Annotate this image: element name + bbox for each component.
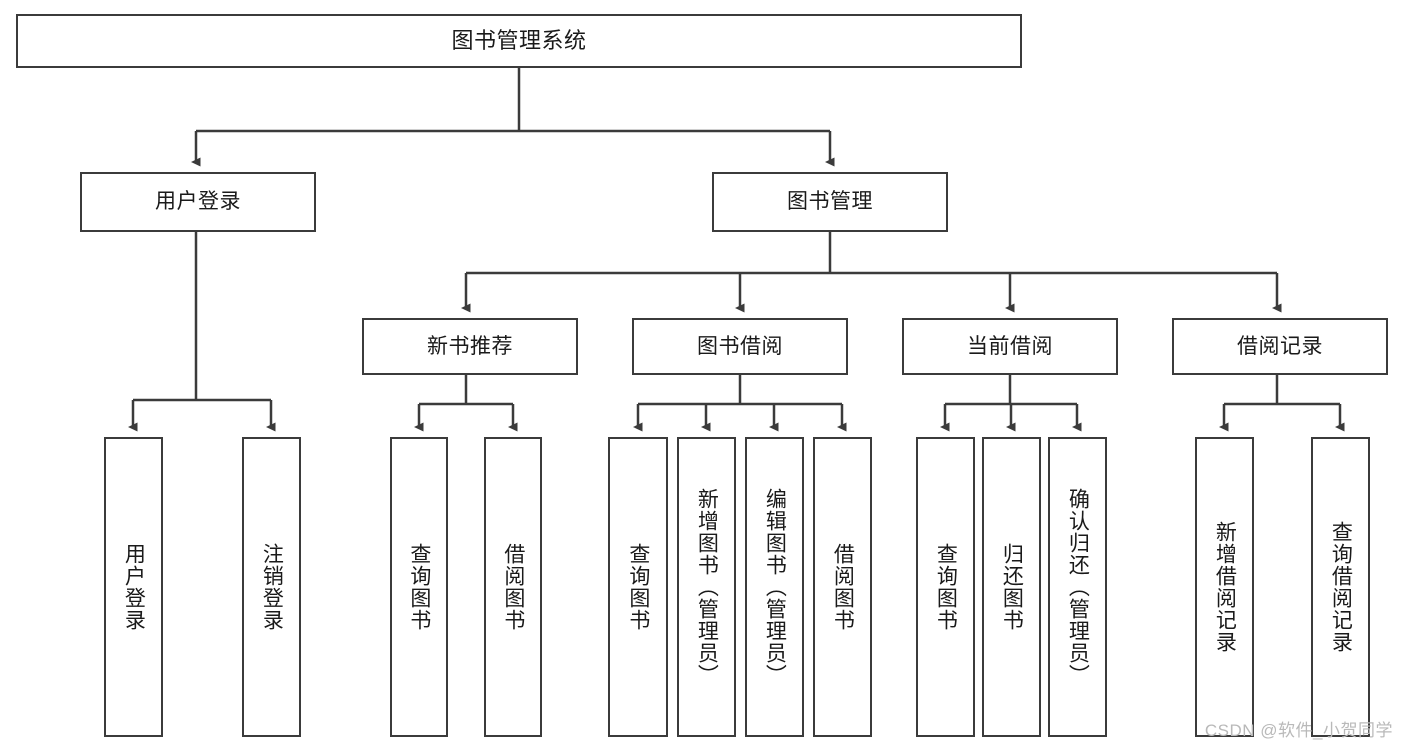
node-leaf-borrow-book-2[interactable]: 借阅图书	[813, 437, 872, 737]
node-leaf-query-book-3[interactable]: 查询图书	[916, 437, 975, 737]
node-leaf-add-book[interactable]: 新增图书（管理员）	[677, 437, 736, 737]
node-borrow-record[interactable]: 借阅记录	[1172, 318, 1388, 375]
node-leaf-logout-login[interactable]: 注销登录	[242, 437, 301, 737]
node-leaf-query-book-2[interactable]: 查询图书	[608, 437, 668, 737]
node-root-system[interactable]: 图书管理系统	[16, 14, 1022, 68]
node-leaf-user-login[interactable]: 用户登录	[104, 437, 163, 737]
node-user-login[interactable]: 用户登录	[80, 172, 316, 232]
node-leaf-edit-book[interactable]: 编辑图书（管理员）	[745, 437, 804, 737]
node-leaf-return-book[interactable]: 归还图书	[982, 437, 1041, 737]
node-book-borrow[interactable]: 图书借阅	[632, 318, 848, 375]
node-leaf-query-book-1[interactable]: 查询图书	[390, 437, 448, 737]
node-current-borrow[interactable]: 当前借阅	[902, 318, 1118, 375]
node-leaf-borrow-book-1[interactable]: 借阅图书	[484, 437, 542, 737]
node-leaf-query-record[interactable]: 查询借阅记录	[1311, 437, 1370, 737]
csdn-watermark: CSDN @软件_小贺同学	[1204, 721, 1393, 740]
node-leaf-add-record[interactable]: 新增借阅记录	[1195, 437, 1254, 737]
node-leaf-confirm-return[interactable]: 确认归还（管理员）	[1048, 437, 1107, 737]
node-book-manage[interactable]: 图书管理	[712, 172, 948, 232]
node-new-book-recommend[interactable]: 新书推荐	[362, 318, 578, 375]
